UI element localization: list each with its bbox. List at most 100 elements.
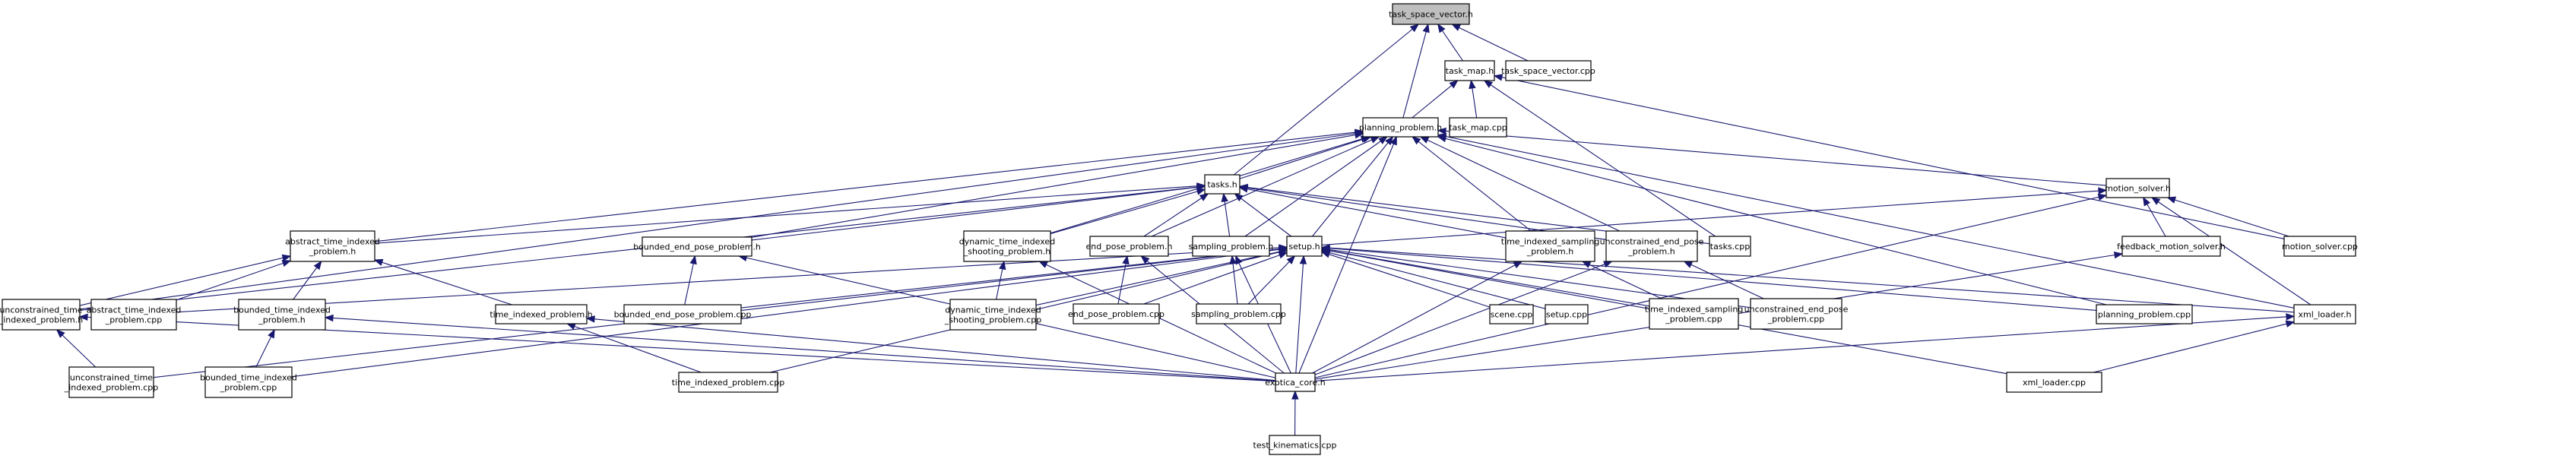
node-abstract-tip-cpp[interactable]: abstract_time_indexed_problem.cpp: [87, 299, 182, 331]
arrowhead-icon: [566, 323, 576, 331]
edge-xml_loader_cpp-to-xml_loader_h: [2093, 320, 2296, 373]
node-fms-h[interactable]: feedback_motion_solver.h: [2117, 236, 2226, 257]
edge-line: [1437, 136, 2107, 305]
node-planning-problem-cpp[interactable]: planning_problem.cpp: [2096, 304, 2193, 324]
node-sp-h[interactable]: sampling_problem.h: [1189, 236, 1274, 257]
node-bounded-tip-cpp[interactable]: bounded_time_indexed_problem.cpp: [200, 366, 297, 398]
node-tisp-h[interactable]: time_indexed_sampling_problem.h: [1501, 230, 1600, 262]
node-task-map-h[interactable]: task_map.h: [1444, 60, 1495, 81]
node-uep-h[interactable]: unconstrained_end_pose_problem.h: [1600, 230, 1704, 262]
node-planning-problem-h[interactable]: planning_problem.h: [1359, 117, 1442, 138]
node-task-map-cpp[interactable]: task_map.cpp: [1449, 117, 1507, 138]
node-label: unconstrained_time: [0, 305, 83, 315]
edge-tip_h-to-abstract_tip_h: [373, 258, 512, 305]
edge-bounded_tip_h-to-abstract_tip_h: [293, 260, 322, 300]
edge-tisp_h-to-planning_problem_h: [1412, 136, 1532, 232]
edge-line: [374, 131, 1364, 242]
edge-line: [1321, 189, 2107, 245]
node-sp-cpp[interactable]: sampling_problem.cpp: [1191, 303, 1286, 324]
node-tasks-cpp[interactable]: tasks.cpp: [1709, 236, 1751, 257]
node-motion-solver-h[interactable]: motion_solver.h: [2105, 178, 2171, 198]
edge-line: [1151, 136, 1380, 237]
arrowhead-icon: [281, 260, 292, 267]
node-scene-cpp[interactable]: scene.cpp: [1489, 304, 1534, 324]
node-uncon-tip-cpp[interactable]: unconstrained_time_indexed_problem.cpp: [64, 366, 159, 398]
node-tsv-h[interactable]: task_space_vector.h: [1389, 3, 1473, 25]
node-label: planning_problem.cpp: [2098, 310, 2191, 320]
arrowhead-icon: [2098, 187, 2108, 195]
node-label: end_pose_problem.h: [1086, 242, 1173, 252]
arrowhead-icon: [1221, 192, 1228, 203]
node-uncon-tip-h[interactable]: unconstrained_time_indexed_problem.h: [0, 299, 83, 331]
node-tasks-h[interactable]: tasks.h: [1204, 174, 1240, 195]
edge-uncon_tip_h-to-abstract_tip_h: [79, 254, 292, 306]
arrowhead-icon: [1354, 131, 1364, 139]
arrowhead-icon: [1493, 74, 1503, 81]
node-tsv-cpp[interactable]: task_space_vector.cpp: [1501, 60, 1595, 81]
node-box: [2096, 304, 2193, 324]
node-label: task_space_vector.cpp: [1501, 66, 1595, 76]
node-xml-loader-cpp[interactable]: xml_loader.cpp: [2006, 372, 2102, 393]
edge-tasks_cpp-to-task_map_h: [1483, 80, 1716, 237]
node-box: [1449, 117, 1507, 138]
edge-line: [567, 323, 702, 373]
edge-abstract_tip_cpp-to-abstract_tip_h: [176, 260, 292, 301]
edge-tip_cpp-to-tip_h: [566, 323, 702, 373]
node-exotica-core-h[interactable]: exotica_core.h: [1265, 372, 1326, 392]
node-ep-cpp[interactable]: end_pose_problem.cpp: [1068, 303, 1164, 324]
edge-line: [1402, 24, 1429, 119]
node-box: [290, 230, 375, 262]
node-uep-cpp[interactable]: unconstrained_end_pose_problem.cpp: [1744, 298, 1849, 330]
edge-exotica_core_h-to-bounded_tip_h: [324, 314, 1276, 381]
node-label: _shooting_problem.h: [963, 247, 1050, 257]
edge-line: [1321, 246, 2295, 313]
node-label: _problem.cpp: [220, 383, 277, 393]
node-abstract-tip-h[interactable]: abstract_time_indexed_problem.h: [285, 230, 380, 262]
node-label: sampling_problem.h: [1189, 242, 1274, 252]
node-ep-h[interactable]: end_pose_problem.h: [1086, 236, 1173, 257]
arrowhead-icon: [1513, 261, 1523, 269]
edge-line: [1437, 130, 2107, 186]
arrowhead-icon: [1419, 136, 1430, 144]
edge-line: [1420, 136, 1620, 232]
edge-line: [586, 318, 1276, 381]
arrowhead-icon: [1320, 247, 1331, 255]
edge-dtisp_cpp-to-setup_h: [1035, 248, 1288, 306]
arrowhead-icon: [1234, 193, 1244, 202]
node-tip-h[interactable]: time_indexed_problem.h: [490, 304, 593, 324]
node-bounded-tip-h[interactable]: bounded_time_indexed_problem.h: [233, 299, 331, 331]
node-bep-h[interactable]: bounded_end_pose_problem.h: [633, 236, 761, 257]
node-label: scene.cpp: [1491, 310, 1533, 320]
arrowhead-icon: [1389, 135, 1397, 146]
node-tip-cpp[interactable]: time_indexed_problem.cpp: [672, 372, 784, 393]
node-label: planning_problem.h: [1359, 123, 1442, 133]
node-box: [1489, 304, 1534, 324]
node-label: setup.h: [1288, 242, 1320, 252]
node-test-kinematics-cpp[interactable]: test_kinematics.cpp: [1253, 435, 1337, 455]
node-label: unconstrained_end_pose: [1600, 237, 1704, 247]
node-setup-h[interactable]: setup.h: [1286, 236, 1323, 257]
arrowhead-icon: [2097, 193, 2108, 201]
edge-line: [1143, 193, 1209, 237]
arrowhead-icon: [1278, 248, 1288, 256]
node-bep-cpp[interactable]: bounded_end_pose_problem.cpp: [614, 304, 752, 324]
edge-planning_problem_h-to-tsv_h: [1402, 23, 1430, 119]
edge-line: [2151, 197, 2311, 305]
edge-line: [1314, 195, 2107, 378]
arrowhead-icon: [1038, 261, 1048, 268]
node-motion-solver-cpp[interactable]: motion_solver.cpp: [2282, 236, 2358, 257]
node-dtisp-h[interactable]: dynamic_time_indexed_shooting_problem.h: [959, 230, 1055, 262]
node-xml-loader-h[interactable]: xml_loader.h: [2293, 304, 2356, 324]
edge-line: [1412, 80, 1458, 119]
node-box: [1750, 298, 1842, 330]
arrowhead-icon: [324, 314, 334, 322]
node-box: [2283, 236, 2356, 257]
node-tisp-cpp[interactable]: time_indexed_sampling_problem.cpp: [1645, 298, 1744, 330]
node-setup-cpp[interactable]: setup.cpp: [1545, 304, 1589, 324]
edge-line: [291, 248, 1288, 378]
arrowhead-icon: [1451, 24, 1462, 31]
node-dtisp-cpp[interactable]: dynamic_time_indexed_shooting_problem.cp…: [944, 299, 1042, 331]
node-box: [1392, 3, 1470, 25]
arrowhead-icon: [2166, 196, 2177, 204]
node-box: [495, 304, 588, 324]
